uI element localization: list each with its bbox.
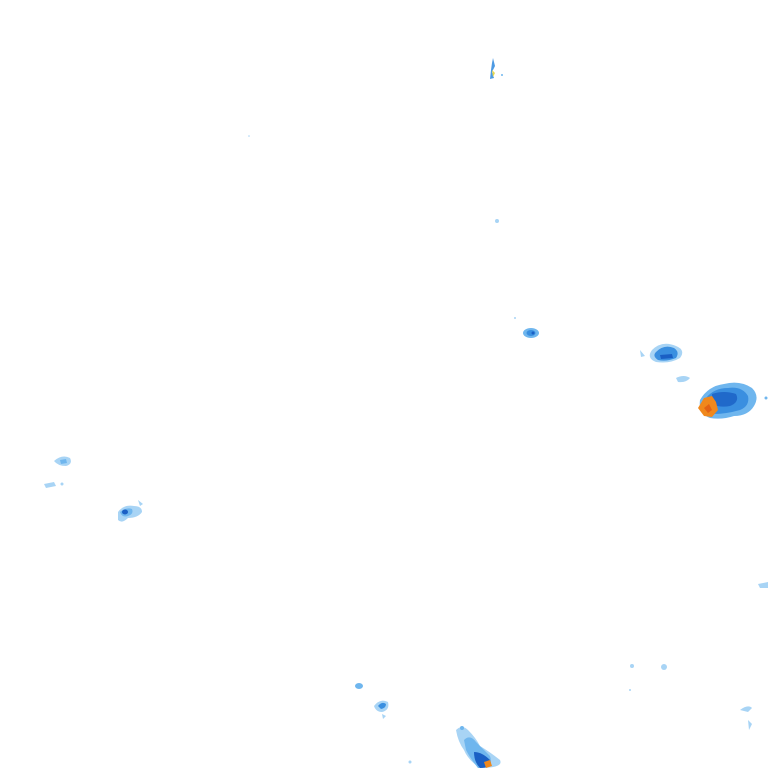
precip-cell-right-edge (758, 582, 768, 588)
precip-cell-top-center (490, 58, 503, 79)
precip-cell-left-lower (118, 500, 143, 522)
precip-specks (248, 135, 667, 764)
precip-cell-right-main (698, 382, 768, 419)
precip-cell-mid-center (523, 328, 539, 338)
precip-cell-left-upper (44, 456, 71, 488)
precip-cell-bottom-center (456, 726, 501, 768)
precip-cell-bottom-small (355, 683, 389, 719)
precip-cell-right-upper (640, 343, 690, 383)
precip-cell-bottom-right (740, 706, 752, 730)
